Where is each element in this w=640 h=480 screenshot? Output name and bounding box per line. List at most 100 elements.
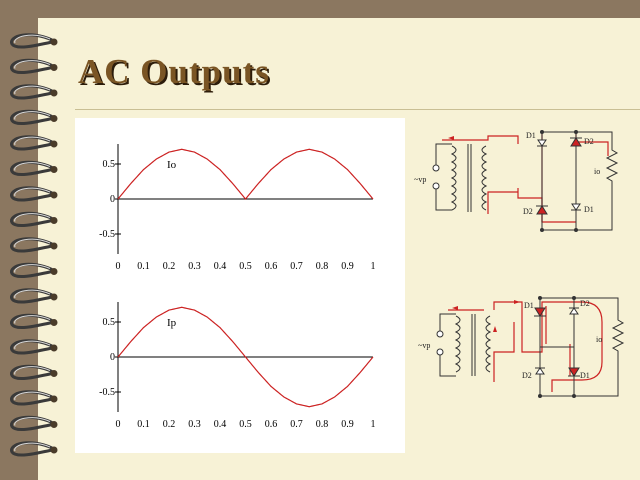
x-tick-label: 0.1 bbox=[137, 419, 150, 430]
spiral-ring bbox=[10, 288, 58, 304]
curve-annotation: Ip bbox=[167, 317, 177, 329]
load-label: io bbox=[596, 335, 602, 344]
diode-on-icon bbox=[534, 307, 546, 317]
spiral-ring bbox=[10, 390, 58, 406]
junction bbox=[540, 130, 544, 134]
spiral-ring bbox=[10, 441, 58, 457]
binding-hole bbox=[50, 421, 58, 428]
diode-label: D2 bbox=[584, 137, 594, 146]
arrow-icon bbox=[448, 136, 454, 140]
binding-hole bbox=[50, 293, 58, 301]
curve-annotation: Io bbox=[167, 159, 177, 171]
source-terminal bbox=[432, 164, 440, 172]
y-tick-label: -0.5 bbox=[99, 229, 115, 240]
binding-hole bbox=[50, 268, 58, 275]
diode-label: D1 bbox=[580, 371, 590, 380]
x-tick-label: 0.2 bbox=[163, 261, 176, 272]
arrow-icon bbox=[452, 306, 458, 310]
series-line bbox=[117, 306, 374, 408]
source-terminal bbox=[432, 182, 440, 190]
diode-off-icon bbox=[571, 203, 581, 211]
spiral-ring bbox=[10, 33, 58, 49]
load-resistor bbox=[574, 297, 625, 397]
diode-label: D2 bbox=[523, 207, 533, 216]
bridge-wire bbox=[539, 297, 575, 397]
diode-on-icon bbox=[536, 205, 548, 215]
title-divider bbox=[75, 109, 640, 110]
spiral-ring bbox=[10, 339, 58, 355]
x-tick-label: 0.7 bbox=[290, 261, 303, 272]
source-terminal bbox=[436, 348, 444, 356]
primary-wire bbox=[439, 313, 456, 377]
x-tick-label: 0.6 bbox=[265, 419, 278, 430]
y-tick-label: 0 bbox=[110, 194, 115, 205]
y-tick-label: 0.5 bbox=[103, 317, 116, 328]
spiral-ring bbox=[10, 58, 58, 75]
spiral-ring bbox=[10, 160, 58, 177]
y-tick-label: -0.5 bbox=[99, 387, 115, 398]
load-label: io bbox=[594, 167, 600, 176]
spiral-ring bbox=[10, 135, 58, 151]
diode-label: D1 bbox=[524, 301, 534, 310]
diode-label: D1 bbox=[584, 205, 594, 214]
binding-hole bbox=[50, 319, 58, 326]
diode-label: D2 bbox=[522, 371, 532, 380]
junction bbox=[540, 228, 544, 232]
spiral-ring bbox=[10, 415, 58, 432]
source-label: ~vp bbox=[418, 341, 430, 350]
binding-hole bbox=[50, 191, 58, 199]
junction bbox=[538, 296, 542, 300]
arrow-icon bbox=[493, 326, 497, 332]
spiral-ring bbox=[10, 186, 58, 202]
diode-label: D2 bbox=[580, 299, 590, 308]
x-tick-label: 0.1 bbox=[137, 261, 150, 272]
arrow-icon bbox=[514, 300, 520, 304]
binding-hole bbox=[50, 344, 58, 352]
x-tick-label: 0.3 bbox=[188, 419, 201, 430]
x-tick-label: 0.3 bbox=[188, 261, 201, 272]
diode-off-icon bbox=[569, 307, 579, 315]
diode-off-icon bbox=[535, 367, 545, 375]
secondary-coil bbox=[481, 145, 488, 211]
spiral-ring bbox=[10, 109, 58, 126]
x-tick-label: 0.4 bbox=[214, 419, 227, 430]
x-tick-label: 0.9 bbox=[341, 419, 354, 430]
spiral-ring bbox=[10, 237, 58, 253]
x-tick-label: 0 bbox=[116, 261, 121, 272]
binding-hole bbox=[50, 242, 58, 250]
x-tick-label: 0.6 bbox=[265, 261, 278, 272]
binding-hole bbox=[50, 446, 58, 454]
circuit-diagram-1: ~vp D1 D2 D2 D1 io bbox=[414, 130, 619, 232]
spiral-ring bbox=[10, 84, 58, 100]
y-tick-label: 0.5 bbox=[103, 159, 116, 170]
primary-coil bbox=[450, 145, 457, 211]
x-tick-label: 0.5 bbox=[239, 419, 252, 430]
x-tick-label: 1 bbox=[371, 261, 376, 272]
current-path bbox=[493, 322, 515, 382]
x-tick-label: 1 bbox=[371, 419, 376, 430]
binding-hole bbox=[50, 217, 58, 224]
binding-hole bbox=[50, 38, 58, 46]
load-resistor bbox=[576, 131, 619, 231]
spiral-ring bbox=[10, 211, 58, 228]
spiral-ring bbox=[10, 262, 58, 279]
notebook-spiral bbox=[10, 33, 58, 457]
x-tick-label: 0.2 bbox=[163, 419, 176, 430]
binding-hole bbox=[50, 64, 58, 71]
y-tick-label: 0 bbox=[110, 352, 115, 363]
x-tick-label: 0.5 bbox=[239, 261, 252, 272]
bridge-wire bbox=[541, 131, 577, 231]
x-tick-label: 0 bbox=[116, 419, 121, 430]
diode-on-icon bbox=[570, 137, 582, 147]
diode-on-icon bbox=[568, 367, 580, 377]
spiral-ring bbox=[10, 364, 58, 381]
binding-hole bbox=[50, 395, 58, 403]
diode-label: D1 bbox=[526, 131, 536, 140]
binding-hole bbox=[50, 89, 58, 97]
primary-wire bbox=[435, 143, 452, 211]
